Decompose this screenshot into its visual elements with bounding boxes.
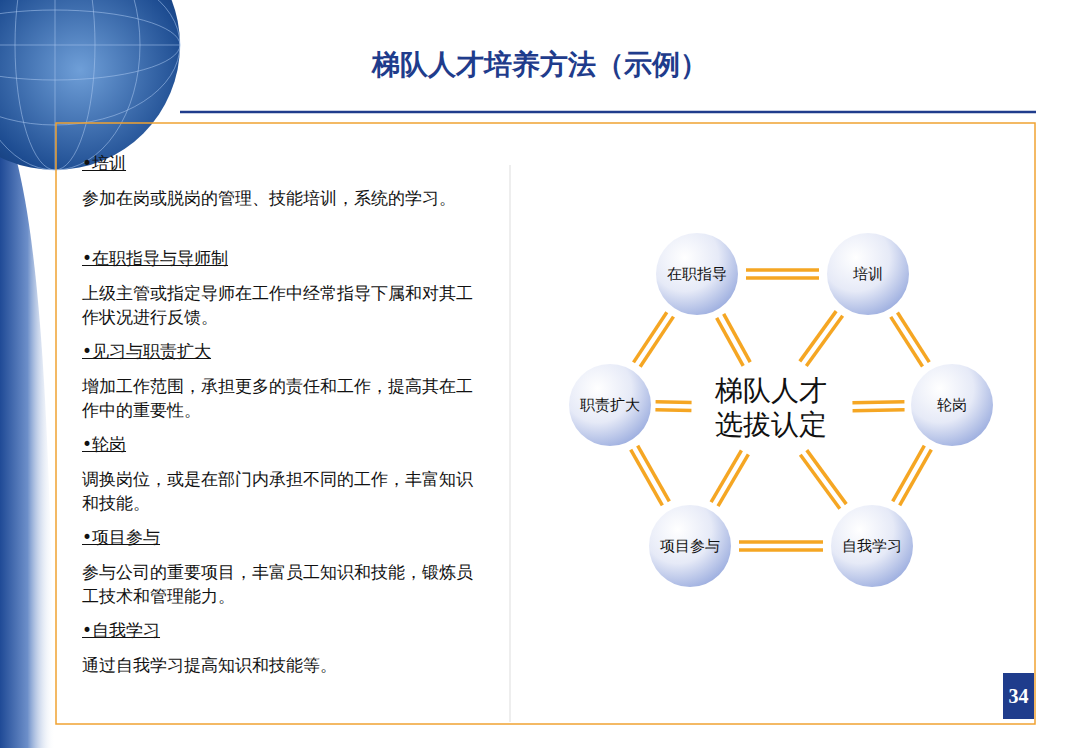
method-circle: 职责扩大: [569, 364, 651, 446]
page-number: 34: [1003, 684, 1034, 708]
double-bar-connector: [655, 402, 691, 411]
connector-stroke: [739, 540, 823, 544]
connector-stroke: [718, 454, 748, 506]
method-heading: •见习与职责扩大: [82, 339, 482, 363]
connector-stroke: [853, 408, 905, 412]
method-description: 通过自我学习提高知识和技能等。: [82, 653, 482, 677]
method-heading: •在职指导与导师制: [82, 246, 482, 270]
node-text: 职责扩大: [580, 396, 640, 415]
double-bar-connector: [711, 450, 748, 506]
double-bar-connector: [634, 312, 674, 367]
method-circle: 培训: [827, 233, 909, 315]
connector-stroke: [746, 268, 819, 272]
globe: [0, 0, 180, 170]
connector-stroke: [739, 548, 823, 552]
method-circle: 项目参与: [649, 505, 731, 587]
connector-stroke: [897, 313, 929, 363]
connector-stroke: [640, 317, 673, 367]
core-label: 梯队人才 选拔认定: [696, 370, 846, 446]
method-circle: 在职指导: [656, 233, 738, 315]
node-text: 在职指导: [667, 265, 727, 284]
connector-stroke: [638, 446, 670, 502]
method-circle: 自我学习: [831, 505, 913, 587]
method-description: 上级主管或指定导师在工作中经常指导下属和对其工作状况进行反馈。: [82, 281, 482, 329]
connector-stroke: [852, 400, 904, 404]
connector-stroke: [807, 450, 847, 504]
connector-stroke: [806, 316, 842, 366]
connector-stroke: [800, 311, 836, 361]
double-bar-connector: [800, 450, 846, 509]
connector-stroke: [656, 400, 692, 404]
node-text: 培训: [853, 265, 883, 284]
connector-stroke: [746, 276, 819, 280]
double-bar-connector: [891, 313, 930, 367]
node-text: 自我学习: [842, 537, 902, 556]
double-bar-connector: [893, 446, 932, 506]
method-description: 增加工作范围，承担更多的责任和工作，提高其在工作中的重要性。: [82, 374, 482, 422]
method-description: 参加在岗或脱岗的管理、技能培训，系统的学习。: [82, 186, 482, 210]
connector-stroke: [800, 455, 840, 509]
left-band: [0, 110, 55, 748]
method-heading: •项目参与: [82, 525, 482, 549]
connector-stroke: [655, 408, 691, 412]
method-description: 参与公司的重要项目，丰富员工知识和技能，锻炼员工技术和管理能力。: [82, 560, 482, 608]
method-heading: •培训: [82, 151, 482, 175]
double-bar-connector: [746, 270, 819, 278]
double-bar-connector: [631, 446, 670, 506]
title-rule: [180, 111, 1036, 114]
method-circle: 轮岗: [911, 364, 993, 446]
node-text: 轮岗: [937, 396, 967, 415]
double-bar-connector: [717, 314, 751, 366]
double-bar-connector: [852, 402, 904, 411]
double-bar-connector: [739, 542, 823, 550]
content-frame: [56, 123, 1035, 724]
double-bar-connector: [800, 311, 843, 366]
connector-stroke: [900, 450, 932, 506]
node-text: 梯队人才 选拔认定: [701, 374, 841, 442]
node-text: 项目参与: [660, 537, 720, 556]
page-number-box: [1003, 673, 1034, 719]
method-heading: •自我学习: [82, 618, 482, 642]
column-divider: [510, 165, 511, 722]
method-description: 调换岗位，或是在部门内承担不同的工作，丰富知识和技能。: [82, 467, 482, 515]
method-heading: •轮岗: [82, 432, 482, 456]
slide-title: 梯队人才培养方法（示例）: [0, 46, 1080, 84]
connector-stroke: [717, 318, 744, 366]
